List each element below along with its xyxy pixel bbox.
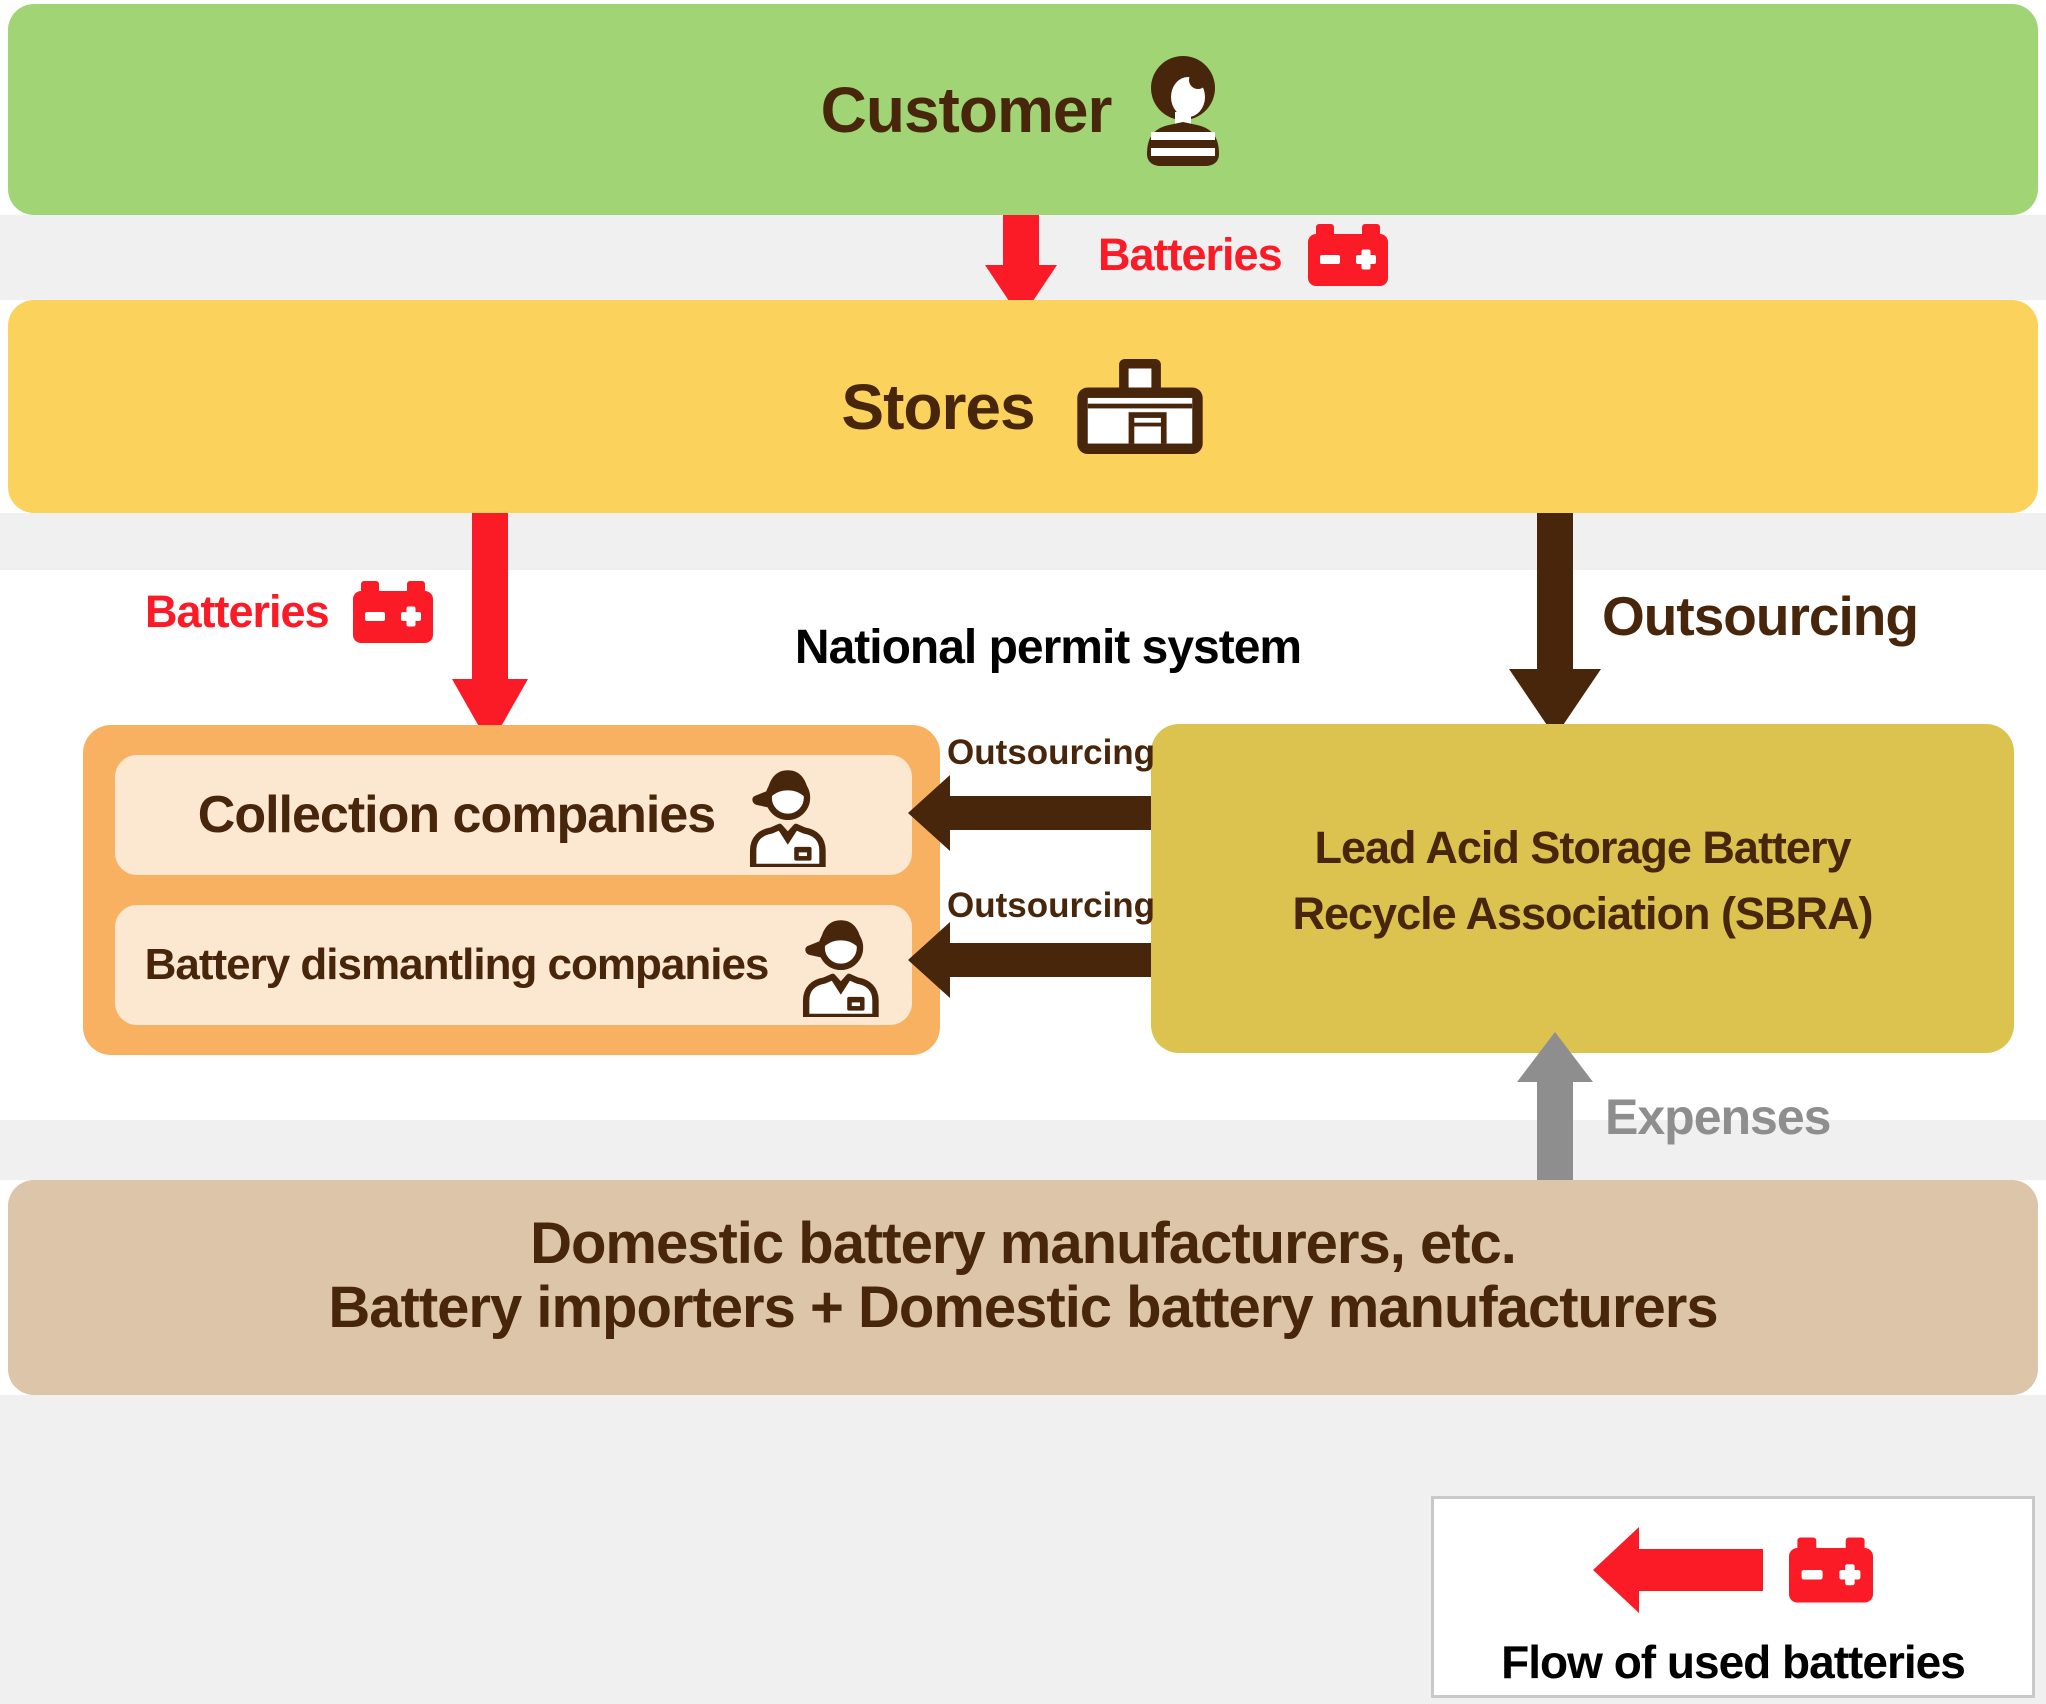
arrow-customer-to-stores bbox=[985, 215, 1057, 319]
arrow-expenses-up bbox=[1517, 1032, 1593, 1180]
customer-label: Customer bbox=[820, 73, 1113, 146]
band-gap-2 bbox=[0, 513, 2046, 570]
worker-icon bbox=[743, 763, 829, 867]
arrow-sbra-to-collection bbox=[908, 775, 1151, 851]
outsourcing-1-label: Outsourcing bbox=[947, 733, 1156, 772]
legend-flow-row bbox=[1593, 1527, 1873, 1613]
customer-band: Customer bbox=[8, 4, 2038, 215]
manufacturers-label: Domestic battery manufacturers, etc. Bat… bbox=[328, 1210, 1718, 1340]
companies-group-box: Collection companies Battery dismantling… bbox=[83, 725, 940, 1055]
stores-label: Stores bbox=[841, 370, 1035, 443]
stores-band: Stores bbox=[8, 300, 2038, 513]
collection-companies-label: Collection companies bbox=[197, 786, 716, 844]
national-permit-label: National permit system bbox=[794, 621, 1302, 674]
person-icon bbox=[1141, 54, 1225, 166]
batteries-top-label: Batteries bbox=[1098, 229, 1283, 280]
arrow-stores-to-collection bbox=[452, 513, 528, 746]
battery-icon bbox=[1307, 224, 1388, 286]
manufacturers-band: Domestic battery manufacturers, etc. Bat… bbox=[8, 1180, 2038, 1395]
outsourcing-2-label: Outsourcing bbox=[947, 886, 1156, 925]
batteries-left-flow: Batteries bbox=[145, 581, 433, 643]
battery-dismantling-label: Battery dismantling companies bbox=[144, 940, 770, 989]
sbra-box: Lead Acid Storage Battery Recycle Associ… bbox=[1151, 724, 2014, 1053]
batteries-top-flow: Batteries bbox=[1098, 224, 1388, 286]
arrow-sbra-to-dismantling bbox=[908, 922, 1151, 998]
store-icon bbox=[1075, 359, 1205, 454]
legend-left-arrow-icon bbox=[1593, 1527, 1763, 1613]
battery-icon bbox=[352, 581, 433, 643]
sbra-label: Lead Acid Storage Battery Recycle Associ… bbox=[1292, 821, 1873, 939]
collection-companies-box: Collection companies bbox=[115, 755, 912, 875]
worker-icon bbox=[796, 913, 882, 1017]
outsourcing-main-label: Outsourcing bbox=[1602, 585, 1919, 647]
band-gap-3 bbox=[0, 1120, 2046, 1180]
batteries-left-label: Batteries bbox=[145, 586, 330, 637]
legend-box: Flow of used batteries bbox=[1431, 1496, 2035, 1698]
battery-dismantling-box: Battery dismantling companies bbox=[115, 905, 912, 1025]
expenses-label: Expenses bbox=[1605, 1089, 1831, 1145]
battery-icon bbox=[1789, 1537, 1873, 1603]
legend-label: Flow of used batteries bbox=[1501, 1636, 1966, 1688]
arrow-stores-to-sbra bbox=[1509, 513, 1601, 737]
